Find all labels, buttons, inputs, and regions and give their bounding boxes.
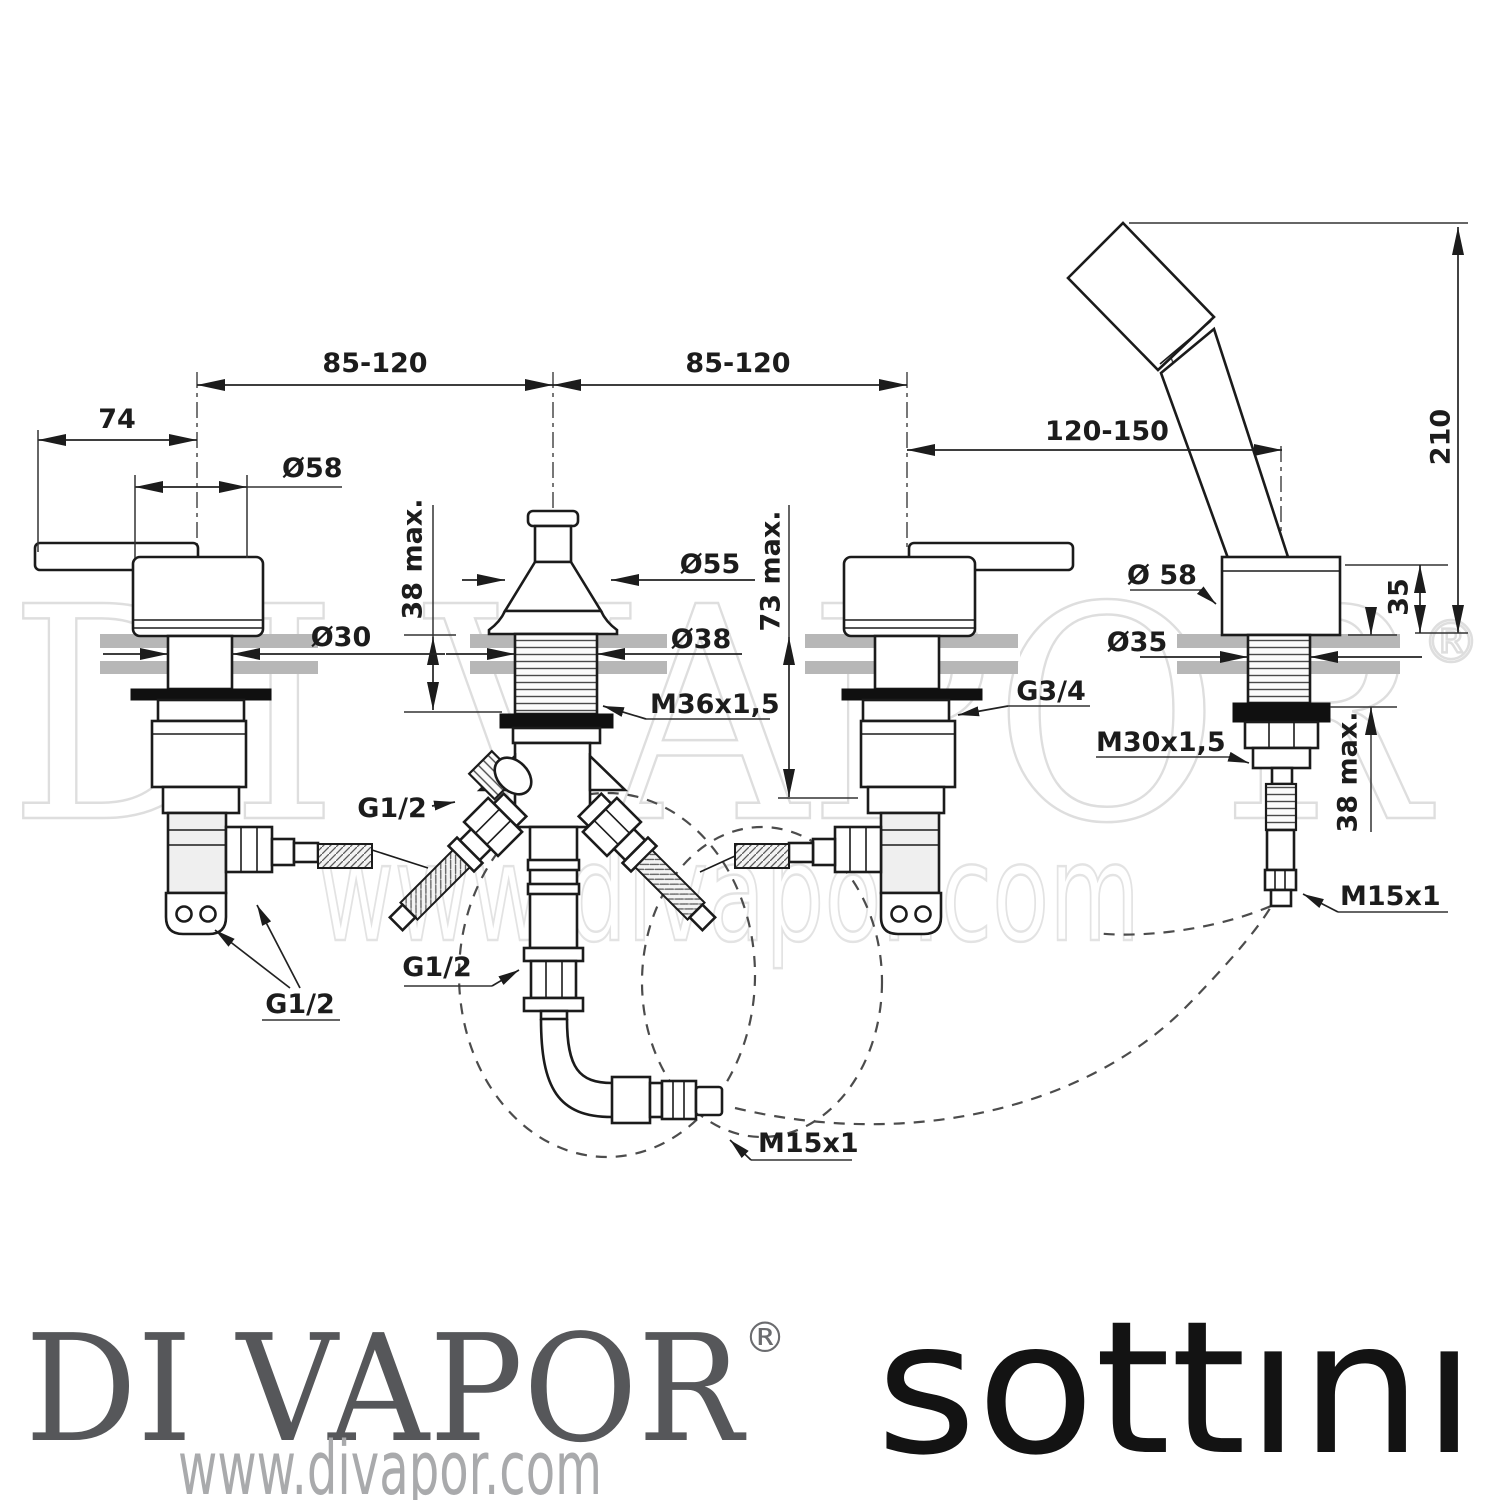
dim-spout-thread: M36x1,5 — [650, 689, 780, 720]
dim-deck-thickness-left: 38 max. — [398, 499, 429, 620]
dim-outlet-hose-thread: M15x1 — [758, 1128, 859, 1159]
dim-spout-hole-diameter: Ø38 — [671, 624, 732, 655]
sottini-logo: sottını — [876, 1282, 1476, 1496]
spout-and-tee — [388, 509, 724, 1125]
dim-shower-hole-diameter: Ø35 — [1107, 627, 1168, 658]
divapor-logo: DI VAPOR — [25, 1303, 746, 1475]
dim-shower-span: 120-150 — [1045, 416, 1169, 447]
divapor-url: www.divapor.com — [178, 1426, 602, 1500]
dim-tee-outlet-thread: G1/2 — [402, 952, 472, 983]
left-valve — [33, 541, 429, 936]
dim-tee-inlet-thread: G1/2 — [357, 793, 427, 824]
footer: DI VAPOR ® www.divapor.com sottını — [25, 1282, 1476, 1500]
flexible-hose-loops — [457, 791, 1273, 1159]
dim-valve-hole-diameter: Ø30 — [311, 622, 372, 653]
dimension-annotations: 85-120 85-120 74 Ø58 120-150 Ø30 Ø55 Ø38… — [37, 222, 1468, 1161]
dim-spout-top-diameter: Ø55 — [680, 549, 741, 580]
right-valve — [699, 541, 1075, 936]
dim-span-right: 85-120 — [685, 348, 790, 379]
dim-span-left: 85-120 — [322, 348, 427, 379]
watermark-registered-icon: ® — [1422, 608, 1480, 676]
dim-deck-thickness-shower: 38 max. — [1333, 712, 1364, 833]
dim-shower-base-diameter: Ø 58 — [1127, 560, 1197, 591]
dim-spout-depth: 73 max. — [756, 511, 787, 632]
dim-lever-length: 74 — [98, 404, 136, 435]
dim-shower-mount-thread: M30x1,5 — [1096, 727, 1226, 758]
divapor-registered-icon: ® — [744, 1313, 786, 1362]
dim-valve-inlet-thread: G1/2 — [265, 989, 335, 1020]
dim-shower-hose-thread: M15x1 — [1340, 881, 1441, 912]
dim-shower-base-height: 35 — [1384, 578, 1415, 616]
dim-shower-height: 210 — [1426, 409, 1457, 465]
dim-valve-connection: G3/4 — [1016, 676, 1086, 707]
dim-handle-diameter: Ø58 — [282, 453, 343, 484]
